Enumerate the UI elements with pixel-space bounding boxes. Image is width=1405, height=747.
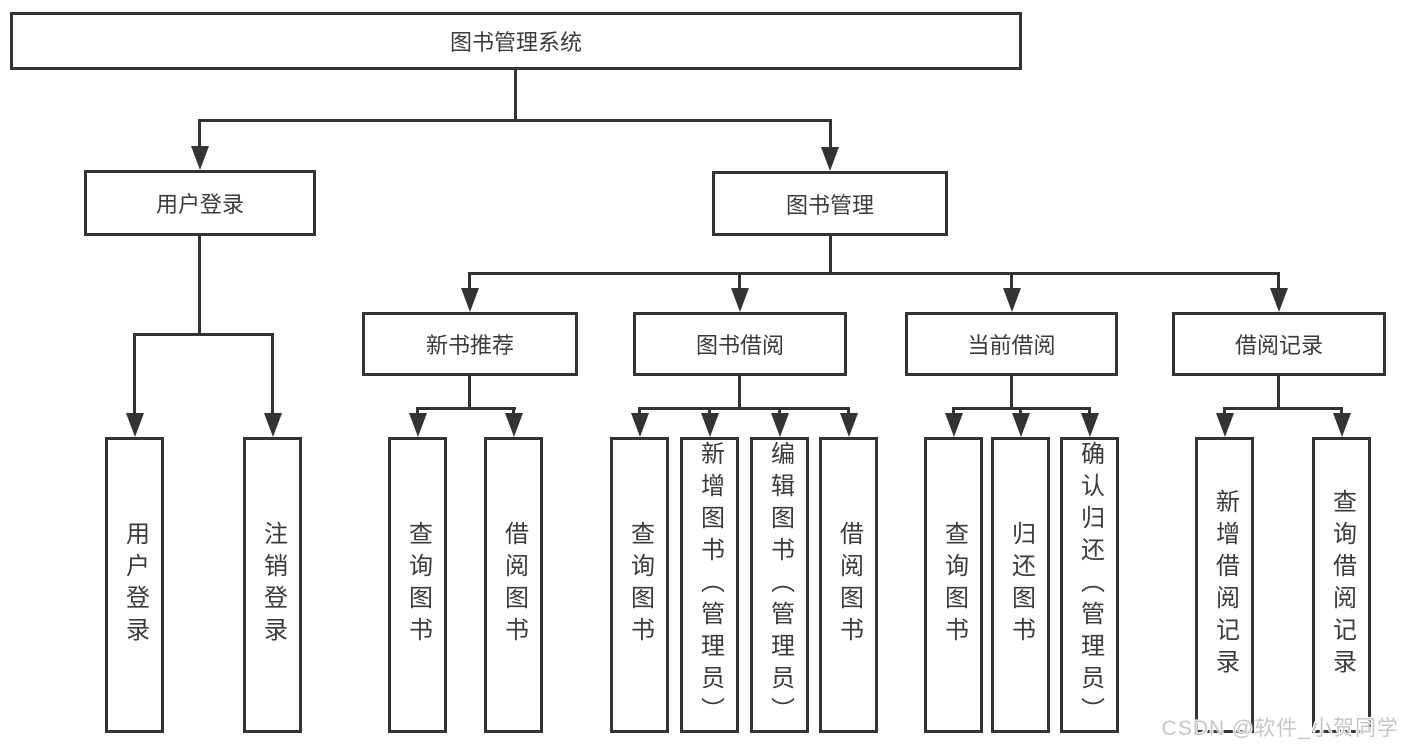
connector-vline [778, 407, 781, 415]
leaf-query-borrow-record: 查询借阅记录 [1312, 437, 1371, 733]
leaf-user-login: 用户登录 [105, 437, 164, 733]
connector-vline [271, 333, 274, 415]
connector-vline [512, 407, 515, 415]
arrow-down-icon [264, 413, 282, 437]
connector-vline [638, 407, 641, 415]
leaf-query-books-borrow: 查询图书 [610, 437, 669, 733]
leaf-query-books-recommend: 查询图书 [388, 437, 447, 733]
node-current-borrow: 当前借阅 [905, 312, 1118, 376]
connector-vline [514, 69, 517, 122]
leaf-borrow-books-recommend: 借阅图书 [484, 437, 543, 733]
node-book-borrow: 图书借阅 [633, 312, 847, 376]
leaf-logout: 注销登录 [243, 437, 302, 733]
arrow-down-icon [1081, 413, 1099, 437]
arrow-down-icon [731, 288, 749, 312]
arrow-down-icon [1012, 413, 1030, 437]
connector-vline [133, 333, 136, 415]
node-borrow-records: 借阅记录 [1172, 312, 1386, 376]
connector-vline [1019, 407, 1022, 415]
arrow-down-icon [1270, 288, 1288, 312]
connector-hline [638, 407, 850, 410]
node-root: 图书管理系统 [10, 12, 1022, 70]
connector-vline [1088, 407, 1091, 415]
leaf-add-book-admin: 新增图书（管理员） [680, 437, 739, 733]
leaf-add-borrow-record: 新增借阅记录 [1195, 437, 1254, 733]
connector-vline [1010, 376, 1013, 410]
connector-vline [468, 376, 471, 410]
connector-hline [133, 333, 274, 336]
connector-hline [468, 272, 1280, 275]
connector-vline [1277, 376, 1280, 410]
arrow-down-icon [461, 288, 479, 312]
leaf-confirm-return-admin: 确认归还（管理员） [1060, 437, 1119, 733]
connector-vline [952, 407, 955, 415]
leaf-query-books-current: 查询图书 [924, 437, 983, 733]
connector-vline [738, 272, 741, 290]
arrow-down-icon [840, 413, 858, 437]
leaf-return-books: 归还图书 [991, 437, 1050, 733]
arrow-down-icon [1333, 413, 1351, 437]
connector-vline [829, 119, 832, 147]
arrow-down-icon [771, 413, 789, 437]
node-book-management: 图书管理 [712, 171, 948, 236]
connector-vline [416, 407, 419, 415]
connector-vline [1340, 407, 1343, 415]
node-new-book-recommend: 新书推荐 [362, 312, 578, 376]
connector-vline [1277, 272, 1280, 290]
connector-hline [416, 407, 516, 410]
connector-hline [1223, 407, 1343, 410]
arrow-down-icon [631, 413, 649, 437]
connector-vline [1223, 407, 1226, 415]
connector-vline [468, 272, 471, 290]
connector-vline [198, 235, 201, 336]
arrow-down-icon [1003, 288, 1021, 312]
connector-vline [1010, 272, 1013, 290]
arrow-down-icon [126, 413, 144, 437]
leaf-borrow-books: 借阅图书 [819, 437, 878, 733]
arrow-down-icon [945, 413, 963, 437]
watermark: CSDN @软件_小贺同学 [1161, 717, 1399, 740]
node-user-login: 用户登录 [84, 170, 316, 236]
connector-hline [198, 119, 832, 122]
arrow-down-icon [1216, 413, 1234, 437]
connector-vline [708, 407, 711, 415]
arrow-down-icon [821, 147, 839, 171]
connector-vline [847, 407, 850, 415]
leaf-edit-book-admin: 编辑图书（管理员） [750, 437, 809, 733]
connector-vline [829, 236, 832, 275]
connector-vline [198, 119, 201, 147]
connector-vline [738, 376, 741, 410]
arrow-down-icon [191, 146, 209, 170]
arrow-down-icon [701, 413, 719, 437]
arrow-down-icon [505, 413, 523, 437]
arrow-down-icon [409, 413, 427, 437]
